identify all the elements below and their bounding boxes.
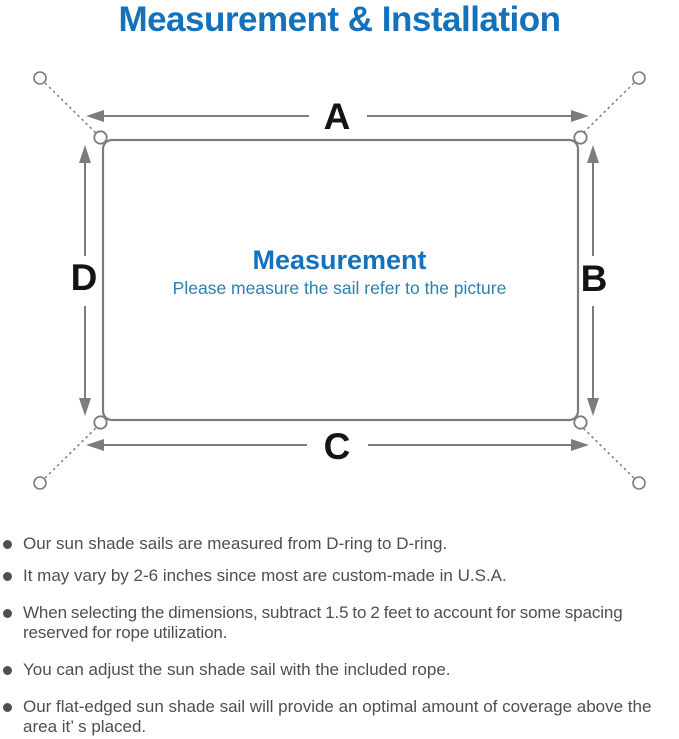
corner-d-rings (93, 130, 588, 430)
page-title: Measurement & Installation (118, 0, 561, 39)
arrow-down-icon (79, 398, 91, 416)
note-item: Our flat-edged sun shade sail will provi… (3, 697, 659, 737)
bullet-icon (3, 571, 12, 581)
dimension-b-arrow (587, 145, 599, 416)
dimension-d-arrow (79, 145, 91, 416)
rope-line (578, 82, 635, 138)
bullet-icon (3, 608, 12, 618)
dimension-label-a: A (324, 96, 351, 137)
rope-dashed-lines (44, 82, 635, 479)
d-ring-icon (573, 130, 588, 145)
diagram-heading: Measurement (252, 245, 427, 275)
note-text: It may vary by 2-6 inches since most are… (23, 566, 507, 585)
anchor-point-icons (33, 71, 646, 490)
note-text: When selecting the dimensions, subtract … (23, 603, 623, 642)
rope-line (44, 82, 101, 138)
sail-outline (101, 138, 580, 422)
arrow-right-icon (571, 439, 589, 451)
note-item: When selecting the dimensions, subtract … (3, 603, 659, 643)
diagram-subtitle: Please measure the sail refer to the pic… (172, 278, 507, 298)
arrow-left-icon (86, 439, 104, 451)
dimension-c-arrow (86, 439, 589, 451)
d-ring-icon (573, 415, 588, 430)
dimension-label-d: D (71, 257, 98, 298)
note-item: It may vary by 2-6 inches since most are… (3, 566, 659, 586)
anchor-point-icon (632, 476, 646, 490)
note-text: You can adjust the sun shade sail with t… (23, 660, 451, 679)
arrow-left-icon (86, 110, 104, 122)
dimension-label-b: B (581, 258, 608, 299)
d-ring-icon (93, 130, 108, 145)
dimension-a-arrow (86, 110, 589, 122)
bullet-icon (3, 539, 12, 549)
anchor-point-icon (33, 71, 47, 85)
bullet-icon (3, 665, 12, 675)
notes-list: Our sun shade sails are measured from D-… (3, 534, 659, 737)
arrow-up-icon (79, 145, 91, 163)
note-text: Our flat-edged sun shade sail will provi… (23, 697, 652, 736)
anchor-point-icon (33, 476, 47, 490)
arrow-down-icon (587, 398, 599, 416)
anchor-point-icon (632, 71, 646, 85)
arrow-up-icon (587, 145, 599, 163)
note-text: Our sun shade sails are measured from D-… (23, 534, 448, 553)
bullet-icon (3, 702, 12, 712)
dimension-label-c: C (324, 426, 351, 467)
d-ring-icon (93, 415, 108, 430)
rope-line (578, 423, 635, 479)
note-item: You can adjust the sun shade sail with t… (3, 660, 659, 680)
rope-line (44, 423, 101, 479)
note-item: Our sun shade sails are measured from D-… (3, 534, 659, 554)
arrow-right-icon (571, 110, 589, 122)
